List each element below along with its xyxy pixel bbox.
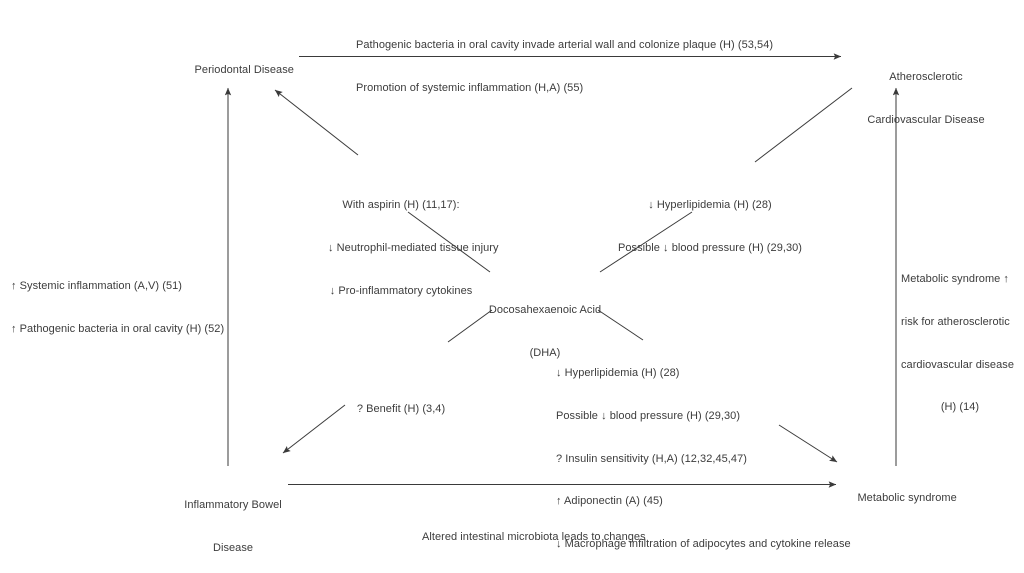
edge-label-dha-to-metabolic: ↓ Hyperlipidemia (H) (28) Possible ↓ blo… [556, 338, 901, 573]
edge-label-benefit-line1: ? Benefit (H) (3,4) [356, 403, 446, 416]
line-dha-to-aspirin-note [407, 211, 491, 273]
node-ibd-line1: Inflammatory Bowel [184, 499, 282, 512]
edge-label-aspirin-line1: With aspirin (H) (11,17): [342, 199, 460, 212]
edge-label-dha-to-atherosclerotic: ↓ Hyperlipidemia (H) (28) Possible ↓ blo… [605, 170, 815, 284]
edge-label-right-line3: cardiovascular disease [901, 358, 1014, 371]
arrow-benefit-to-ibd [282, 404, 346, 454]
edge-label-bottom-line1: Altered intestinal microbiota leads to c… [422, 531, 646, 544]
line-hyperlipidemia-note-to-atherosclerotic [754, 87, 853, 163]
edge-label-metabolic-line5: ↓ Macrophage infiltration of adipocytes … [556, 537, 851, 550]
edge-label-left-line2: ↑ Pathogenic bacteria in oral cavity (H)… [11, 323, 225, 336]
edge-label-right-line1: Metabolic syndrome ↑ [901, 273, 1009, 286]
node-inflammatory-bowel-disease: Inflammatory Bowel Disease [172, 470, 294, 573]
line-dha-to-metabolic-note [597, 309, 644, 341]
edge-label-metabolic-line4: ↑ Adiponectin (A) (45) [556, 495, 663, 508]
line-dha-to-hyperlipidemia-note [599, 211, 693, 273]
node-metabolic-syndrome-label: Metabolic syndrome [857, 492, 957, 505]
node-ibd-line2: Disease [212, 542, 254, 555]
edge-label-aspirin-line3: ↓ Pro-inflammatory cytokines [329, 284, 473, 297]
arrow-aspirin-to-periodontal [274, 89, 359, 156]
edge-label-right-line4: (H) (14) [940, 401, 980, 414]
edge-label-top-line2: Promotion of systemic inflammation (H,A)… [356, 82, 584, 95]
edge-label-right: Metabolic syndrome ↑ risk for atheroscle… [901, 244, 1019, 443]
edge-label-athero-note-line2: Possible ↓ blood pressure (H) (29,30) [617, 242, 803, 255]
edge-label-right-line2: risk for atherosclerotic [901, 316, 1010, 329]
node-dha: Docosahexaenoic Acid (DHA) [478, 275, 612, 389]
edge-label-metabolic-line2: Possible ↓ blood pressure (H) (29,30) [556, 410, 741, 423]
node-metabolic-syndrome: Metabolic syndrome [845, 477, 995, 520]
edge-label-athero-note-line1: ↓ Hyperlipidemia (H) (28) [648, 199, 772, 212]
node-periodontal-disease-label: Periodontal Disease [194, 64, 294, 77]
node-periodontal-disease: Periodontal Disease [178, 49, 298, 92]
edge-label-metabolic-line1: ↓ Hyperlipidemia (H) (28) [556, 367, 680, 380]
line-dha-to-benefit-note [447, 309, 493, 343]
edge-label-left-line1: ↑ Systemic inflammation (A,V) (51) [11, 280, 183, 293]
node-dha-line1: Docosahexaenoic Acid [488, 304, 602, 317]
edge-label-left: ↑ Systemic inflammation (A,V) (51) ↑ Pat… [11, 251, 226, 365]
edge-label-bottom: Altered intestinal microbiota leads to c… [422, 502, 842, 573]
arrow-metabolic-note-to-metabolic [778, 424, 838, 463]
node-atherosclerotic-cvd: Atherosclerotic Cardiovascular Disease [846, 42, 1006, 156]
edge-label-metabolic-line3: ? Insulin sensitivity (H,A) (12,32,45,47… [556, 452, 747, 465]
node-atherosclerotic-cvd-line1: Atherosclerotic [889, 71, 963, 84]
edge-label-top: Pathogenic bacteria in oral cavity invad… [356, 10, 826, 124]
node-atherosclerotic-cvd-line2: Cardiovascular Disease [867, 114, 985, 127]
node-dha-line2: (DHA) [529, 347, 561, 360]
edge-label-dha-to-ibd: ? Benefit (H) (3,4) [330, 374, 472, 445]
edge-label-dha-to-periodontal: With aspirin (H) (11,17): ↓ Neutrophil-m… [328, 170, 499, 326]
edge-label-top-line1: Pathogenic bacteria in oral cavity invad… [356, 39, 774, 52]
edge-label-aspirin-line2: ↓ Neutrophil-mediated tissue injury [328, 242, 499, 255]
